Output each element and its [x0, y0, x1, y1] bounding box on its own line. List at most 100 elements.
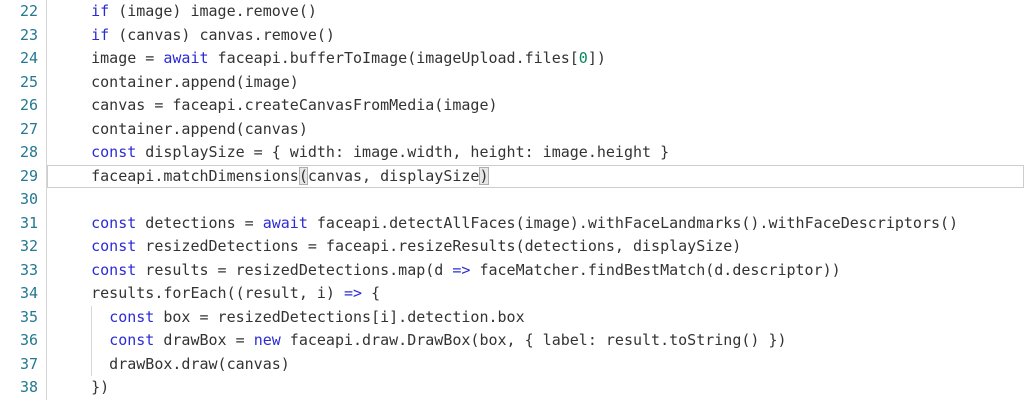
token-plain: (canvas) canvas.remove()	[109, 25, 335, 44]
line-number[interactable]: 35	[19, 307, 38, 326]
code-line: 33 const results = resizedDetections.map…	[0, 258, 1024, 282]
line-number[interactable]: 31	[19, 213, 38, 232]
token-plain: container.append(image)	[55, 72, 299, 91]
token-plain: drawBox =	[154, 331, 254, 349]
code-text[interactable]: const displaySize = { width: image.width…	[46, 141, 1024, 165]
token-keyword: const	[91, 260, 137, 279]
code-line: 35 const box = resizedDetections[i].dete…	[0, 305, 1024, 329]
code-text[interactable]: canvas = faceapi.createCanvasFromMedia(i…	[46, 94, 1024, 118]
code-text[interactable]: if (image) image.remove()	[46, 0, 1024, 24]
line-number[interactable]: 25	[19, 72, 38, 91]
token-plain: results = resizedDetections.map(d	[136, 260, 453, 279]
code-line: 36 const drawBox = new faceapi.draw.Draw…	[0, 329, 1024, 353]
token-plain: results.forEach((result, i)	[55, 284, 344, 302]
line-number[interactable]: 37	[19, 354, 38, 373]
token-plain: drawBox.draw(canvas)	[55, 354, 290, 373]
token-keyword: const	[109, 331, 155, 349]
matched-bracket: (	[298, 166, 308, 185]
code-text[interactable]: container.append(canvas)	[46, 117, 1024, 141]
token-plain: detections =	[136, 213, 263, 232]
code-text[interactable]: results.forEach((result, i) => {	[46, 282, 1024, 306]
token-plain: faceapi.matchDimensions	[55, 166, 299, 185]
line-number[interactable]: 33	[19, 260, 38, 279]
code-line: 23 if (canvas) canvas.remove()	[0, 23, 1024, 47]
token-plain	[55, 2, 91, 20]
code-line: 26 canvas = faceapi.createCanvasFromMedi…	[0, 94, 1024, 118]
token-keyword: if	[91, 2, 110, 20]
token-plain	[55, 143, 91, 161]
line-number[interactable]: 24	[19, 49, 38, 67]
code-text[interactable]: container.append(image)	[46, 70, 1024, 94]
indent-guide	[91, 305, 93, 329]
token-keyword: const	[91, 237, 137, 255]
token-keyword: new	[253, 331, 281, 349]
code-text[interactable]: const drawBox = new faceapi.draw.DrawBox…	[46, 329, 1024, 353]
token-plain	[55, 214, 91, 232]
code-text[interactable]: const resizedDetections = faceapi.resize…	[46, 235, 1024, 259]
code-text[interactable]: image = await faceapi.bufferToImage(imag…	[46, 47, 1024, 71]
code-line: 30	[0, 188, 1024, 212]
code-line: 27 container.append(canvas)	[0, 117, 1024, 141]
token-keyword: await	[262, 213, 308, 232]
token-plain: image =	[55, 49, 164, 67]
line-number[interactable]: 22	[19, 2, 38, 20]
line-number[interactable]: 27	[19, 119, 38, 138]
token-plain	[55, 26, 91, 44]
code-text[interactable]: const results = resizedDetections.map(d …	[46, 258, 1024, 282]
token-plain: canvas, displaySize	[307, 166, 480, 185]
code-text[interactable]: drawBox.draw(canvas)	[46, 352, 1024, 376]
code-text[interactable]: const detections = await faceapi.detectA…	[46, 211, 1024, 235]
token-plain: displaySize = { width: image.width, heig…	[136, 143, 670, 161]
matched-bracket: )	[479, 166, 489, 185]
token-keyword: =>	[452, 260, 471, 279]
code-text[interactable]: faceapi.matchDimensions(canvas, displayS…	[46, 164, 1024, 188]
token-keyword: const	[91, 143, 137, 161]
code-text[interactable]: })	[46, 376, 1024, 400]
token-plain: ])	[587, 49, 606, 67]
token-plain: faceapi.bufferToImage(imageUpload.files[	[208, 49, 579, 67]
line-number[interactable]: 29	[19, 166, 38, 185]
token-plain: {	[362, 284, 381, 302]
token-plain: resizedDetections = faceapi.resizeResult…	[136, 237, 742, 255]
token-plain: canvas = faceapi.createCanvasFromMedia(i…	[55, 96, 498, 114]
line-number[interactable]: 28	[19, 143, 38, 161]
line-number[interactable]: 32	[19, 237, 38, 255]
token-keyword: const	[91, 213, 137, 232]
code-line: 38 })	[0, 376, 1024, 400]
line-number[interactable]: 34	[19, 284, 38, 302]
code-line: 32 const resizedDetections = faceapi.res…	[0, 235, 1024, 259]
token-plain: faceapi.draw.DrawBox(box, { label: resul…	[280, 331, 787, 349]
code-line: 34 results.forEach((result, i) => {	[0, 282, 1024, 306]
line-number[interactable]: 38	[19, 378, 38, 396]
code-line: 24 image = await faceapi.bufferToImage(i…	[0, 47, 1024, 71]
token-plain: (image) image.remove()	[109, 2, 317, 20]
line-number[interactable]: 36	[19, 331, 38, 349]
code-line: 25 container.append(image)	[0, 70, 1024, 94]
token-keyword: =>	[343, 284, 363, 302]
indent-guide	[91, 329, 93, 353]
line-number[interactable]: 30	[19, 190, 38, 208]
code-text[interactable]	[46, 188, 1024, 212]
token-number: 0	[578, 49, 588, 67]
token-plain	[55, 261, 91, 279]
code-line: 37 drawBox.draw(canvas)	[0, 352, 1024, 376]
token-keyword: if	[91, 25, 110, 44]
token-plain: faceapi.detectAllFaces(image).withFaceLa…	[307, 213, 959, 232]
token-plain: })	[55, 378, 110, 396]
token-plain	[55, 237, 91, 255]
line-number[interactable]: 23	[19, 25, 38, 44]
code-line: 22 if (image) image.remove()	[0, 0, 1024, 24]
code-text[interactable]: const box = resizedDetections[i].detecti…	[46, 305, 1024, 329]
code-line: 28 const displaySize = { width: image.wi…	[0, 141, 1024, 165]
token-plain	[55, 331, 109, 349]
token-plain: container.append(canvas)	[55, 119, 308, 138]
token-plain: faceMatcher.findBestMatch(d.descriptor))	[470, 260, 841, 279]
token-plain: box = resizedDetections[i].detection.box	[154, 307, 525, 326]
code-text[interactable]: if (canvas) canvas.remove()	[46, 23, 1024, 47]
code-line-current: 29 faceapi.matchDimensions(canvas, displ…	[0, 164, 1024, 188]
line-number[interactable]: 26	[19, 96, 38, 114]
token-plain	[55, 308, 109, 326]
code-line: 31 const detections = await faceapi.dete…	[0, 211, 1024, 235]
